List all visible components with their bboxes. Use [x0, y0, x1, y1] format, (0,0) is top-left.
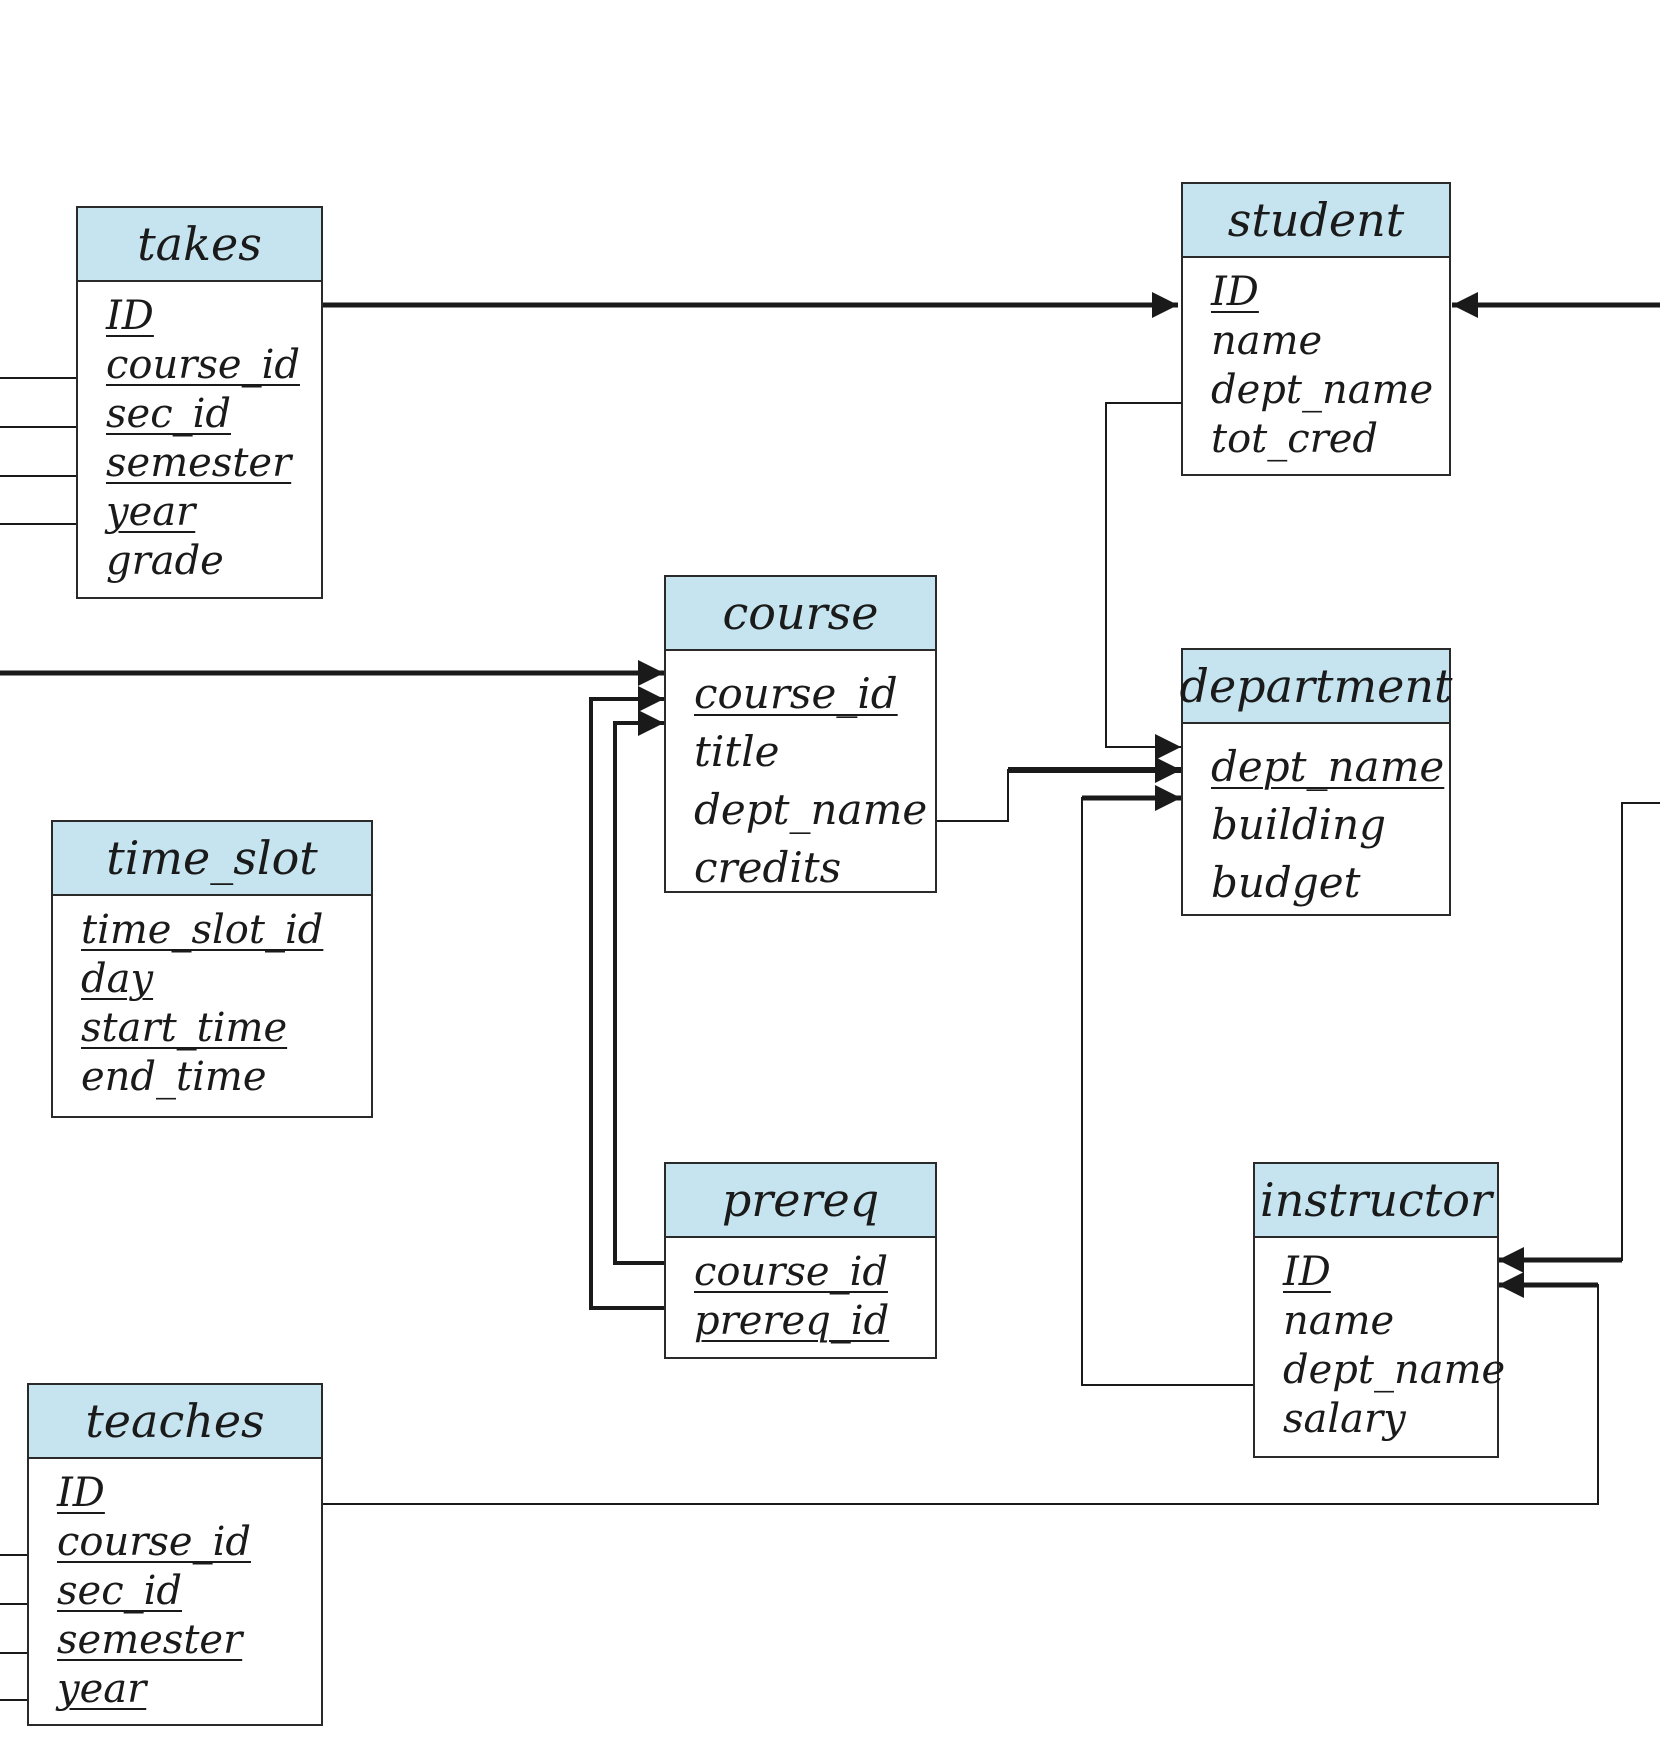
attribute: name: [1211, 318, 1323, 364]
attribute: prereq_id: [694, 1298, 890, 1344]
attribute: course_id: [694, 669, 898, 718]
table-title: department: [1180, 650, 1452, 724]
table-title: time_slot: [53, 822, 371, 896]
table-takes: takes ID course_id sec_id semester year …: [76, 206, 323, 599]
attribute: sec_id: [57, 1568, 182, 1614]
table-title: takes: [78, 208, 321, 282]
table-time-slot: time_slot time_slot_id day start_time en…: [51, 820, 373, 1118]
attribute: grade: [106, 538, 224, 584]
attribute: course_id: [57, 1519, 251, 1565]
table-teaches: teaches ID course_id sec_id semester yea…: [27, 1383, 323, 1726]
table-title: course: [666, 577, 935, 651]
attribute: dept_name: [694, 785, 928, 834]
attribute: time_slot_id: [81, 907, 324, 953]
attribute-list: dept_name building budget: [1183, 724, 1449, 912]
attribute-list: ID name dept_name tot_cred: [1183, 258, 1449, 464]
attribute: ID: [1283, 1249, 1331, 1295]
attribute: dept_name: [1211, 367, 1434, 413]
attribute: ID: [1211, 269, 1259, 315]
connector-student-department: [1105, 402, 1181, 760]
attribute: semester: [57, 1617, 243, 1663]
attribute: dept_name: [1283, 1347, 1506, 1393]
attribute: dept_name: [1211, 742, 1445, 791]
attribute-list: ID course_id sec_id semester year: [29, 1459, 321, 1714]
connector-offpage-instructor: [1498, 802, 1660, 1261]
attribute: end_time: [81, 1054, 267, 1100]
attribute: course_id: [694, 1249, 888, 1295]
attribute-list: course_id title dept_name credits: [666, 651, 935, 897]
attribute: start_time: [81, 1005, 288, 1051]
attribute: ID: [57, 1470, 105, 1516]
connector-prereq-course-course: [613, 710, 664, 1265]
attribute: year: [57, 1666, 147, 1712]
attribute: ID: [106, 293, 154, 339]
table-title: prereq: [666, 1164, 935, 1238]
attribute: day: [81, 956, 154, 1002]
table-title: student: [1183, 184, 1449, 258]
attribute: course_id: [106, 342, 300, 388]
attribute: title: [694, 727, 780, 776]
table-prereq: prereq course_id prereq_id: [664, 1162, 937, 1359]
table-instructor: instructor ID name dept_name salary: [1253, 1162, 1506, 1458]
attribute-list: ID course_id sec_id semester year grade: [78, 282, 321, 586]
table-student: student ID name dept_name tot_cred: [1181, 182, 1451, 476]
attribute: sec_id: [106, 391, 231, 437]
table-course: course course_id title dept_name credits: [664, 575, 937, 893]
connector-prereq-id-course: [589, 686, 664, 1310]
attribute: tot_cred: [1211, 416, 1379, 462]
attribute: name: [1283, 1298, 1395, 1344]
attribute: credits: [694, 843, 842, 892]
attribute-list: course_id prereq_id: [666, 1238, 935, 1346]
table-department: department dept_name building budget: [1180, 648, 1452, 916]
attribute: year: [106, 489, 196, 535]
table-title: instructor: [1255, 1164, 1497, 1238]
attribute-list: time_slot_id day start_time end_time: [53, 896, 371, 1102]
attribute: semester: [106, 440, 292, 486]
attribute: salary: [1283, 1396, 1406, 1442]
attribute-list: ID name dept_name salary: [1255, 1238, 1506, 1444]
attribute: building: [1211, 800, 1387, 849]
attribute: budget: [1211, 858, 1361, 907]
table-title: teaches: [29, 1385, 321, 1459]
